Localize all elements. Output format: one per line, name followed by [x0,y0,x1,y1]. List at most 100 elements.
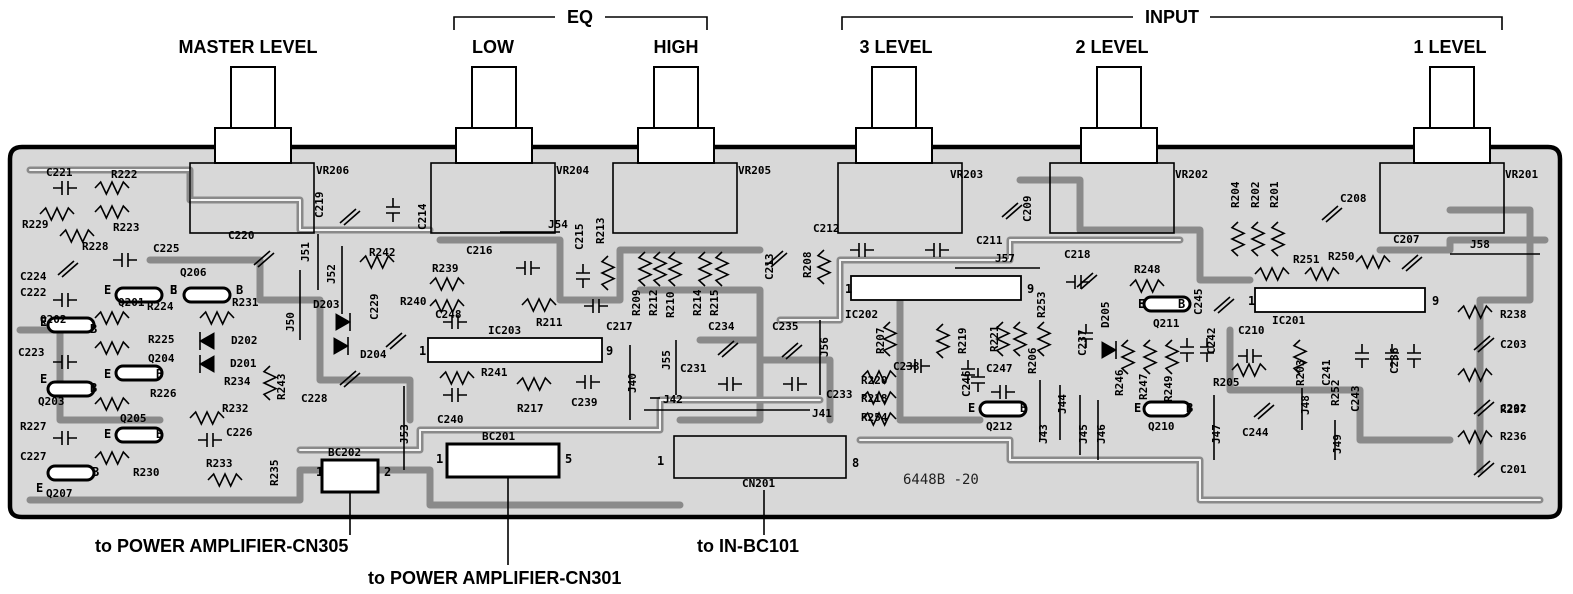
label-r251: R251 [1293,253,1320,266]
label-j53: J53 [398,424,411,444]
label-j52: J52 [325,264,338,284]
label-r234: R234 [224,375,251,388]
label-vr201: VR201 [1505,168,1538,181]
label-c235: C235 [772,320,799,333]
label-j41: J41 [812,407,832,420]
resistor-symbol [861,390,897,406]
label-r202: R202 [1249,182,1262,209]
resistor-symbol [429,276,465,292]
label-c227: C227 [20,450,47,463]
resistor-symbol [697,251,713,287]
label-j46: J46 [1095,424,1108,444]
resistor-symbol [1457,304,1493,320]
label-r205: R205 [1213,376,1240,389]
label-r237: R237 [1500,403,1527,416]
electrolytic-capacitor-symbol [1473,460,1495,478]
resistor-symbol [995,321,1011,357]
label-e: E [40,372,47,386]
label-j54: J54 [548,218,568,231]
capacitor-symbol [1180,338,1194,362]
capacitor-symbol [53,293,77,307]
label-c228: C228 [301,392,328,405]
resistor-symbol [1457,367,1493,383]
resistor-symbol [521,297,557,313]
label-r233: R233 [206,457,233,470]
label-j47: J47 [1210,424,1223,444]
label-r211: R211 [536,316,563,329]
label-1: 1 [1248,294,1255,308]
resistor-symbol [39,206,75,222]
transistor-body [1142,400,1192,418]
label-j42: J42 [663,393,683,406]
transistor-body [114,286,164,304]
label-r232: R232 [222,402,249,415]
label-c241: C241 [1320,359,1333,386]
resistor-symbol [429,298,465,314]
label-j44: J44 [1056,394,1069,414]
resistor-symbol [1164,339,1180,375]
resistor-symbol [1012,321,1028,357]
resistor-symbol [667,251,683,287]
label-j57: J57 [995,252,1015,265]
pot-bodies [189,162,1505,234]
label-r236: R236 [1500,430,1527,443]
capacitor-symbol [991,385,1015,399]
label-c246: C246 [960,370,973,397]
label-r223: R223 [113,221,140,234]
label-r215: R215 [708,290,721,317]
label-1: 1 [845,282,852,296]
capacitor-symbol [584,299,608,313]
capacitor-symbol [961,360,975,384]
label-c209: C209 [1021,196,1034,223]
label-c226: C226 [226,426,253,439]
resistor-symbol [816,249,832,285]
resistor-symbol [1254,266,1290,282]
label-j55: J55 [660,350,673,370]
diodes-layer [198,313,1118,373]
label-c224: C224 [20,270,47,283]
transistor-body [182,286,232,304]
label-e: E [1134,401,1141,415]
label-9: 9 [606,344,613,358]
label-c237: C237 [1076,330,1089,357]
transistor-body [1142,295,1192,313]
label-r249: R249 [1162,376,1175,403]
label-c208: C208 [1340,192,1367,205]
label-r218: R218 [861,392,888,405]
resistor-symbol [94,204,130,220]
label-r219: R219 [956,328,969,355]
header-low: LOW [472,37,514,57]
label-j43: J43 [1037,424,1050,444]
electrolytic-capacitor-symbol [1076,272,1098,290]
label-c207: C207 [1393,233,1420,246]
bracket-lines [453,16,1503,30]
label-b: B [90,322,97,336]
resistor-symbol [861,369,897,385]
electrolytic-capacitor-symbol [1473,399,1495,417]
label-c211: C211 [976,234,1003,247]
label-r222: R222 [111,168,138,181]
label-1: 1 [419,344,426,358]
label-c212: C212 [813,222,840,235]
label-b: B [170,283,177,297]
label-r213: R213 [594,218,607,245]
label-j51: J51 [299,242,312,262]
label-r240: R240 [400,295,427,308]
jumpers-layer [299,231,1540,470]
resistor-symbol [1355,254,1391,270]
label-q211: Q211 [1153,317,1180,330]
capacitor-symbol [386,198,400,222]
label-b: B [1186,401,1193,415]
diode-symbol [198,332,215,350]
ic-bodies [427,275,1426,363]
electrolytic-capacitor-symbol [1001,202,1023,220]
label-r242: R242 [369,246,396,259]
resistor-symbol [1304,266,1340,282]
label-r253: R253 [1035,292,1048,319]
capacitor-symbol [113,253,137,267]
label-r208: R208 [801,252,814,279]
header-level-2: 2 LEVEL [1075,37,1148,57]
electrolytic-capacitor-symbol [766,250,788,268]
label-e: E [40,315,47,329]
label-d204: D204 [360,348,387,361]
